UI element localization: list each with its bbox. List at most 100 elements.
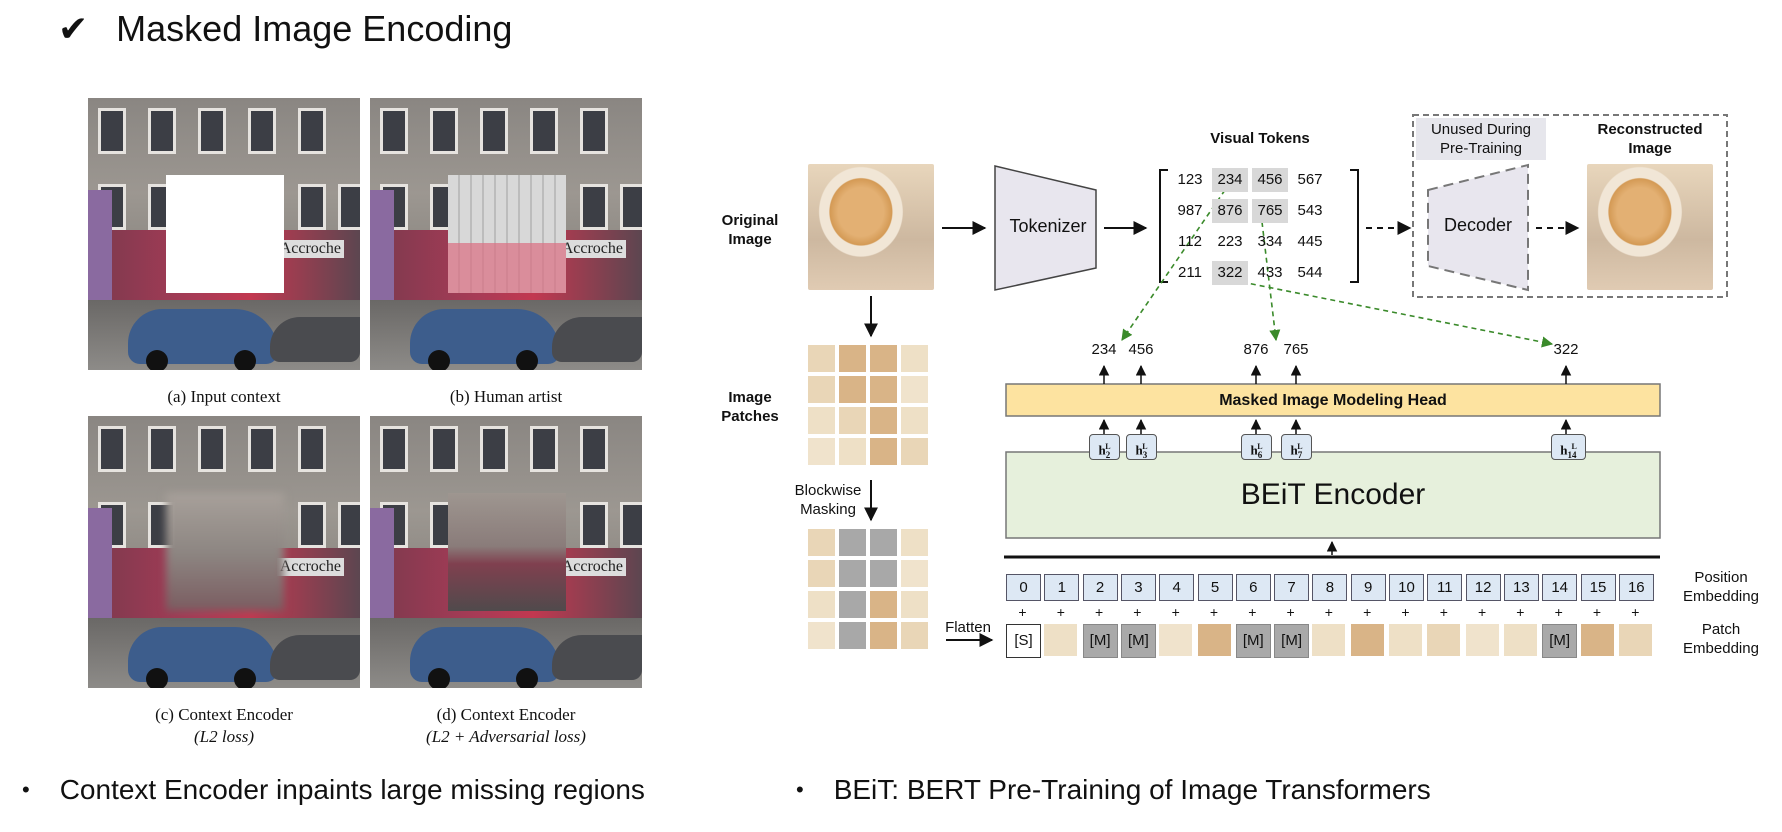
window [298,108,326,154]
image-patch [808,560,835,587]
bullet-dot-icon: • [796,777,804,802]
visual-token: 544 [1297,264,1323,281]
masked-region [166,493,284,611]
image-patch [901,591,928,618]
position-12: 12 [1465,574,1501,601]
shop-sign: Accroche [276,558,344,576]
input-context-image: Accroche [88,98,360,370]
mask-token: [M] [1082,624,1118,658]
image-patch [808,529,835,556]
window [148,426,176,472]
hidden-state-box: h7L [1281,434,1312,460]
image-patch [839,345,866,372]
image-patch [870,345,897,372]
plus-icon: + [1516,604,1525,620]
image-patch [808,622,835,649]
window [580,426,608,472]
caption-d-line1: (d) Context Encoder [436,705,576,724]
image-patches-label: Image Patches [721,389,779,425]
window [248,108,276,154]
decoder-shape [1427,163,1529,292]
image-patch [901,529,928,556]
visual-tokens-label: Visual Tokens [1210,130,1310,147]
window [620,184,642,230]
plus-icon: + [1324,604,1333,620]
mim-head-box [1005,383,1661,417]
window [338,502,360,548]
image-patch [870,407,897,434]
unused-label-bg [1416,118,1546,160]
masked-region [166,175,284,293]
purple-shopfront [370,508,394,618]
plus-icon: + [1018,604,1027,620]
plus-icon: + [1363,604,1372,620]
window [198,426,226,472]
plus-icon: + [1439,604,1448,620]
car [270,317,360,362]
predicted-token: 765 [1283,341,1309,358]
masked-patch [839,622,866,649]
caption-input-context: (a) Input context [167,387,281,406]
hidden-state-box: h14L [1551,434,1586,460]
visual-token: 234 [1212,168,1248,192]
bullet-beit-text: BEiT: BERT Pre-Training of Image Transfo… [833,774,1431,805]
window [580,502,608,548]
image-patch [901,345,928,372]
image-patch [901,438,928,465]
bullet-dot-icon: • [22,777,30,802]
green-arrow-322 [1241,281,1554,348]
position-7: 7 [1274,574,1310,601]
car [552,635,642,680]
visual-token: 765 [1252,199,1288,223]
purple-shopfront [88,190,112,300]
image-patch [808,438,835,465]
position-0: 0 [1006,574,1041,601]
plus-icon: + [1248,604,1257,620]
visual-token: 322 [1212,261,1248,285]
bullet-beit: • BEiT: BERT Pre-Training of Image Trans… [796,774,1431,806]
caption-context-encoder-l2: (c) Context Encoder (L2 loss) [88,704,360,748]
masked-region [448,493,566,611]
masked-patch [839,591,866,618]
patch-token [1389,624,1422,656]
car [270,635,360,680]
original-image [808,164,934,290]
mask-token: [M] [1542,624,1578,658]
masked-patch [870,529,897,556]
predicted-token: 234 [1091,341,1117,358]
patch-embedding-label: Patch Embedding [1683,621,1759,657]
visual-token: 211 [1178,264,1202,281]
position-14: 14 [1542,574,1578,601]
reconstructed-image-label: Reconstructed Image [1597,121,1703,157]
original-image-label: Original Image [721,212,779,248]
token-bracket-right [1350,169,1359,283]
patch-token [1312,624,1346,656]
visual-token: 445 [1297,233,1323,250]
human-artist-image: Accroche [370,98,642,370]
window [530,426,558,472]
wheel [234,350,256,370]
bullet-context-encoder-text: Context Encoder inpaints large missing r… [59,774,645,805]
image-patch [808,407,835,434]
image-patch [870,591,897,618]
context-encoder-adv-image: Accroche [370,416,642,688]
caption-c-line2: (L2 loss) [194,727,254,746]
position-embedding-label: Position Embedding [1683,569,1759,605]
mask-token: [M] [1120,624,1156,658]
visual-token: 223 [1217,233,1243,250]
patch-token [1465,624,1499,656]
window [298,184,326,230]
position-10: 10 [1389,574,1424,601]
patch-token [1503,624,1537,656]
masked-region [448,175,566,293]
tokenizer-label: Tokenizer [1009,216,1087,236]
plus-icon: + [1554,604,1563,620]
image-patch [839,376,866,403]
hidden-state-box: h2L [1089,434,1120,460]
position-15: 15 [1580,574,1616,601]
image-patch [901,407,928,434]
image-patch [901,560,928,587]
plus-icon: + [1478,604,1487,620]
predicted-token: 876 [1243,341,1269,358]
